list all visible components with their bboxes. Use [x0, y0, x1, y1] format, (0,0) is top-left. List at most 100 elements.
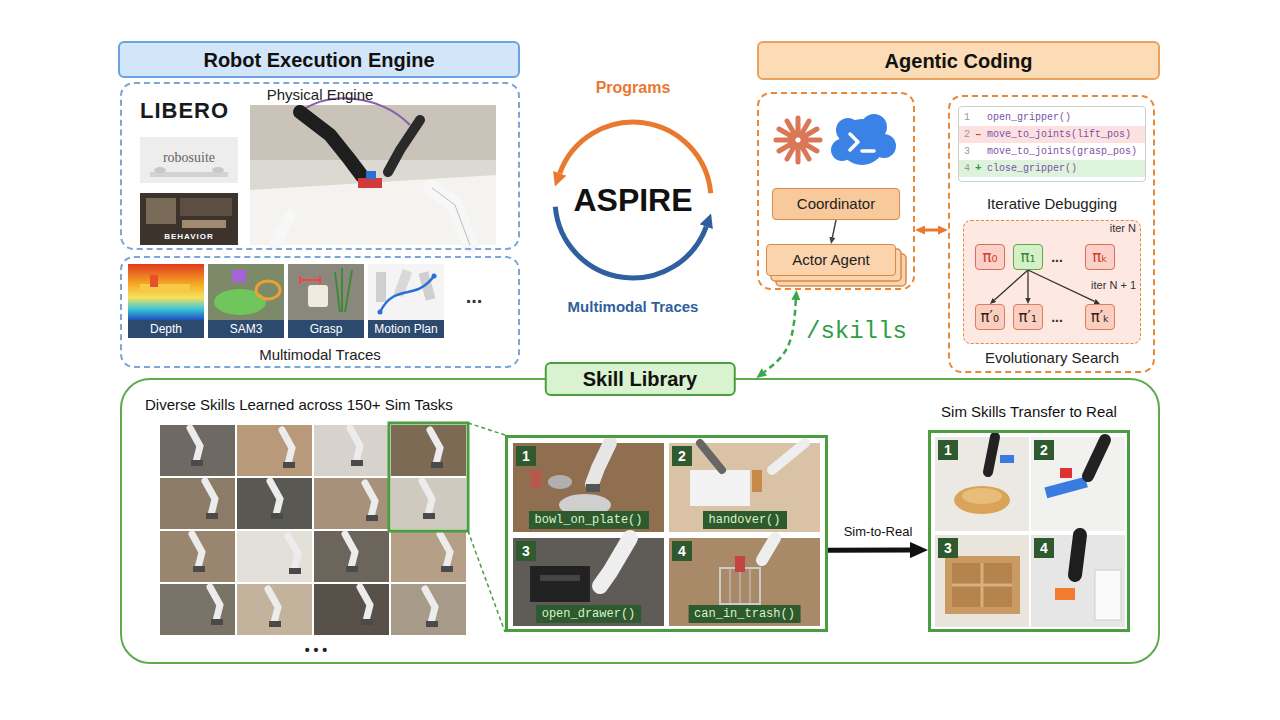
text-slot: Evolutionary Search — [985, 349, 1119, 367]
robot-photo — [358, 178, 382, 188]
text-slot: Actor Agent — [792, 251, 870, 269]
node-text: – — [975, 126, 982, 143]
sim-tile-images — [772, 443, 805, 470]
zoom-box: 1bowl_on_plate()2handover()3open_drawer(… — [505, 435, 828, 632]
skill-tile: 2 handover() — [669, 443, 820, 532]
node-text: 1 — [964, 109, 970, 126]
node-text: Skill Library — [545, 362, 736, 396]
sim-task-grid — [314, 584, 389, 635]
skill-library-panel: Skill LibraryDiverse Skills Learned acro… — [120, 378, 1160, 664]
node-text: ... — [1051, 249, 1063, 266]
zoom-highlight — [468, 423, 505, 632]
sim-tile-images — [513, 538, 664, 626]
motion-plan-image — [368, 264, 444, 320]
connector — [925, 229, 938, 232]
text-slot: ... — [466, 284, 483, 308]
sim-task-grid — [237, 584, 312, 635]
connector — [1028, 270, 1095, 301]
motion-plan-image — [378, 310, 383, 315]
segmentation-image — [208, 264, 284, 320]
node-text: can_in_trash() — [688, 605, 801, 623]
depth-image — [140, 284, 190, 291]
node-text: open_gripper() — [987, 109, 1071, 126]
node-text: Motion Plan — [368, 320, 444, 338]
grasp-image — [300, 276, 320, 284]
node-text: Depth — [128, 320, 204, 338]
sim-task-grid — [360, 587, 373, 625]
sim-task-grid — [345, 534, 358, 572]
sim-task-grid — [350, 428, 363, 466]
text-slot: Physical Engine — [267, 86, 374, 104]
node-text: π₁ — [1020, 248, 1035, 266]
node-text: 2 — [672, 446, 692, 466]
connector — [994, 270, 1028, 300]
sim-task-grid — [288, 536, 301, 574]
agent-panel: CoordinatorActor Agent — [757, 92, 915, 290]
sim-tile-images — [592, 443, 610, 484]
text-slot: Skill Library — [545, 362, 736, 396]
node-text: Physical Engine — [267, 86, 374, 104]
search-box: iter N...iter N + 1...Evolutionary Searc… — [963, 220, 1141, 344]
text-slot: Grasp — [288, 320, 364, 338]
connector — [1027, 270, 1028, 298]
depth-image — [150, 275, 158, 287]
segmentation-image — [208, 264, 284, 320]
sim-task-grid — [391, 478, 466, 529]
text-slot: robosuite — [163, 150, 215, 167]
node-text: π′ₖ — [1091, 308, 1110, 326]
node-text: 1 — [516, 446, 536, 466]
section-header: Robot Execution Engine — [118, 41, 520, 78]
sim-task-grid — [237, 478, 312, 529]
connector — [764, 300, 795, 372]
segmentation-image — [256, 281, 280, 299]
sim-tile-images — [600, 538, 630, 586]
text-slot: Sim Skills Transfer to Real — [941, 403, 1117, 421]
real-tile: 1 — [935, 437, 1029, 531]
real-tile-images — [1075, 535, 1080, 575]
real-tile-images — [945, 556, 1020, 614]
robot-photo — [366, 171, 376, 179]
node-text: robosuite — [163, 150, 215, 167]
sim-tile-images — [730, 568, 750, 604]
robot-photo — [250, 175, 496, 245]
real-tile-images — [935, 437, 1125, 627]
node-text: move_to_joints(lift_pos) — [987, 126, 1131, 143]
sim-task-grid — [425, 589, 438, 627]
policy-box: πₖ — [1085, 244, 1115, 270]
sim-task-grid — [270, 481, 283, 519]
text-slot: π′ₖ — [1091, 308, 1110, 326]
text-slot: 1 — [964, 109, 970, 126]
real-tile-images — [988, 437, 995, 472]
node-text: π₀ — [982, 248, 997, 266]
robosuite-logo — [140, 137, 238, 183]
text-slot: close_gripper() — [987, 160, 1077, 177]
policy-box: π′ₖ — [1085, 304, 1116, 330]
zoom-highlight — [389, 423, 468, 531]
robot-photo — [432, 188, 470, 245]
motion-plan-image — [376, 272, 386, 302]
text-slot: 4 — [1034, 538, 1054, 558]
text-slot: 2 — [1034, 440, 1054, 460]
claude-icon — [776, 118, 820, 162]
text-slot: Agentic Coding — [885, 49, 1033, 73]
node-text: 4 — [964, 160, 970, 177]
text-slot: Iterative Debugging — [987, 195, 1117, 213]
text-slot: 2 — [672, 446, 692, 466]
node-text: Coordinator — [797, 195, 875, 213]
sim-task-grid — [192, 534, 205, 572]
zoom-box: Sim Skills Transfer to Real1234 — [928, 430, 1130, 632]
node-text: Iterative Debugging — [987, 195, 1117, 213]
text-slot: iter N — [1110, 222, 1136, 235]
robot-photo — [300, 112, 362, 176]
debug-panel: 1open_gripper()2–move_to_joints(lift_pos… — [948, 95, 1155, 373]
policy-box: π₀ — [975, 244, 1005, 270]
sim-task-grid — [160, 584, 235, 635]
text-slot: • • • — [305, 642, 327, 659]
sim-task-grid — [237, 531, 312, 582]
real-tile-images — [1055, 588, 1075, 600]
text-slot: 4 — [964, 160, 970, 177]
node-text: Multimodal Traces — [259, 346, 381, 364]
behavior-logo — [140, 193, 238, 245]
search-ground — [963, 220, 1141, 344]
node-text: handover() — [702, 511, 786, 529]
